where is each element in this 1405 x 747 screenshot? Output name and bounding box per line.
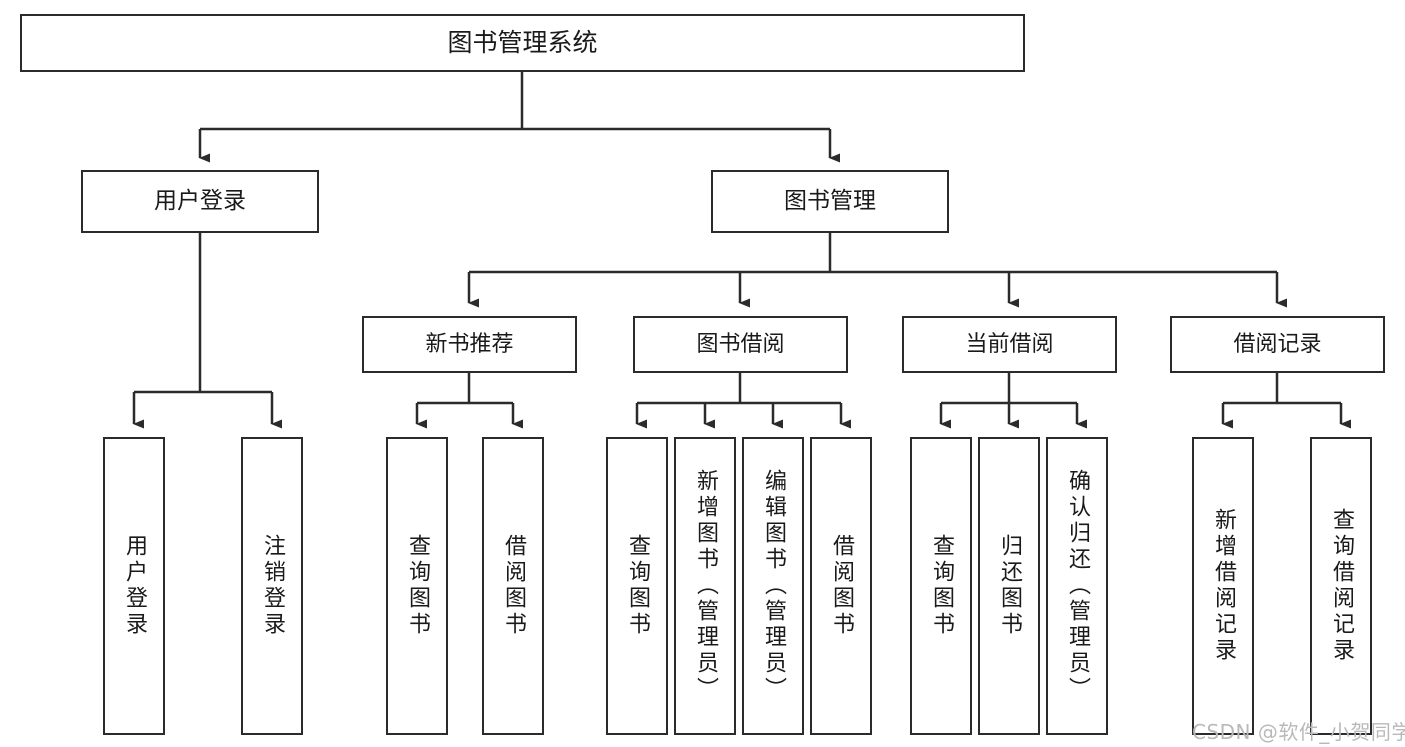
leaf-borrow-book-recommend[interactable]: 借阅图书 <box>482 437 544 735</box>
leaf-return-book[interactable]: 归还图书 <box>978 437 1040 735</box>
node-current-borrow[interactable]: 当前借阅 <box>902 316 1117 373</box>
node-new-book-recommend-label: 新书推荐 <box>425 331 514 357</box>
node-user-login[interactable]: 用户登录 <box>81 170 319 233</box>
leaf-edit-book-admin[interactable]: 编辑图书（管理员） <box>742 437 804 735</box>
leaf-confirm-return-admin-label: 确认归还（管理员） <box>1065 469 1090 703</box>
node-root[interactable]: 图书管理系统 <box>20 14 1025 72</box>
leaf-confirm-return-admin[interactable]: 确认归还（管理员） <box>1046 437 1108 735</box>
node-root-label: 图书管理系统 <box>447 28 598 58</box>
node-book-borrow[interactable]: 图书借阅 <box>633 316 848 373</box>
leaf-add-book-admin-label: 新增图书（管理员） <box>693 469 718 703</box>
leaf-edit-book-admin-label: 编辑图书（管理员） <box>761 469 786 703</box>
node-current-borrow-label: 当前借阅 <box>965 331 1054 357</box>
leaf-query-book-borrow[interactable]: 查询图书 <box>606 437 668 735</box>
leaf-add-borrow-record[interactable]: 新增借阅记录 <box>1192 437 1254 735</box>
leaf-logout-label: 注销登录 <box>260 534 285 638</box>
node-borrow-record[interactable]: 借阅记录 <box>1170 316 1385 373</box>
leaf-query-book-current-label: 查询图书 <box>929 534 954 638</box>
leaf-add-borrow-record-label: 新增借阅记录 <box>1211 508 1236 664</box>
leaf-logout[interactable]: 注销登录 <box>241 437 303 735</box>
leaf-query-book-recommend-label: 查询图书 <box>405 534 430 638</box>
leaf-user-login-label: 用户登录 <box>122 534 147 638</box>
leaf-query-book-recommend[interactable]: 查询图书 <box>386 437 448 735</box>
leaf-borrow-book-recommend-label: 借阅图书 <box>501 534 526 638</box>
leaf-query-borrow-record-label: 查询借阅记录 <box>1329 508 1354 664</box>
leaf-borrow-book[interactable]: 借阅图书 <box>810 437 872 735</box>
leaf-return-book-label: 归还图书 <box>997 534 1022 638</box>
node-user-login-label: 用户登录 <box>154 187 246 214</box>
node-new-book-recommend[interactable]: 新书推荐 <box>362 316 577 373</box>
node-book-management-label: 图书管理 <box>784 187 876 214</box>
node-book-management[interactable]: 图书管理 <box>711 170 949 233</box>
node-borrow-record-label: 借阅记录 <box>1233 331 1322 357</box>
leaf-query-book-borrow-label: 查询图书 <box>625 534 650 638</box>
leaf-query-book-current[interactable]: 查询图书 <box>910 437 972 735</box>
leaf-user-login[interactable]: 用户登录 <box>103 437 165 735</box>
leaf-query-borrow-record[interactable]: 查询借阅记录 <box>1310 437 1372 735</box>
node-book-borrow-label: 图书借阅 <box>696 331 785 357</box>
leaf-add-book-admin[interactable]: 新增图书（管理员） <box>674 437 736 735</box>
leaf-borrow-book-label: 借阅图书 <box>829 534 854 638</box>
